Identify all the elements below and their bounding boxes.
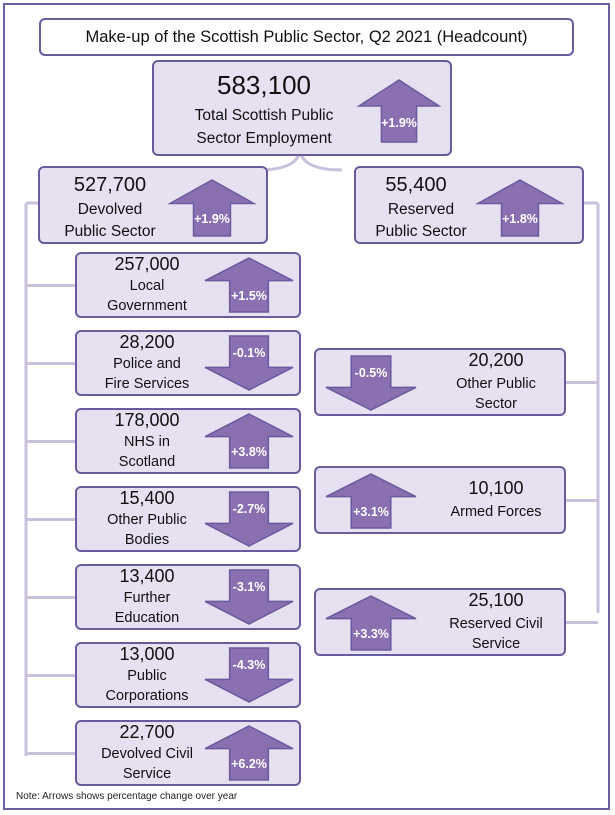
item-value: 178,000	[114, 410, 180, 430]
item-label-line2: Scotland	[118, 454, 176, 470]
devolved-label-line2: Public Sector	[64, 223, 156, 240]
item-value: 257,000	[114, 254, 180, 274]
item-label-line1: Local	[129, 278, 165, 294]
arrow-down-icon: -3.1%	[204, 569, 294, 625]
connector-line	[26, 518, 75, 521]
item-label-line2: Fire Services	[104, 376, 190, 392]
connector-line	[566, 381, 598, 384]
item-label-line2: Corporations	[105, 688, 189, 704]
connector-line	[26, 284, 75, 287]
item-value: 13,000	[119, 644, 175, 664]
total-value: 583,100	[217, 70, 311, 100]
item-label-line2: Sector	[475, 396, 517, 412]
arrow-down-icon: -2.7%	[204, 491, 294, 547]
item-label-line1: Public	[127, 668, 167, 684]
item-label-line2: Service	[122, 766, 172, 782]
change-percent: -0.1%	[232, 345, 266, 360]
item-value: 22,700	[119, 722, 175, 742]
item-label-line1: Devolved Civil	[101, 746, 193, 762]
arrow-up-icon: +6.2%	[204, 725, 294, 781]
change-percent: +6.2%	[231, 757, 267, 772]
reserved-value: 55,400	[385, 174, 447, 196]
reserved-label-line1: Reserved	[387, 201, 455, 218]
change-percent: +1.8%	[502, 212, 538, 227]
reserved-arrow-up-icon: +1.8%	[475, 179, 565, 237]
connector-line	[26, 752, 75, 755]
reserved-box: 55,400 Reserved Public Sector +1.8%	[354, 166, 584, 244]
item-value: 13,400	[119, 566, 175, 586]
connector-line	[566, 621, 598, 624]
connector-line	[566, 499, 598, 502]
item-label-line1: Other Public	[456, 376, 536, 392]
item-value: 28,200	[119, 332, 175, 352]
item-label-line1: Armed Forces	[450, 504, 542, 520]
item-label-line2: Bodies	[124, 532, 170, 548]
item-value: 20,200	[468, 350, 524, 370]
connector-line	[26, 596, 75, 599]
total-arrow-up-icon: +1.9%	[356, 79, 442, 143]
change-percent: -0.5%	[354, 365, 388, 380]
devolved-box: 527,700 Devolved Public Sector +1.9%	[38, 166, 268, 244]
item-label-line2: Education	[114, 610, 180, 626]
reserved-label-line2: Public Sector	[375, 223, 467, 240]
change-percent: -2.7%	[232, 501, 266, 516]
diagram-title: Make-up of the Scottish Public Sector, Q…	[39, 18, 574, 56]
connector-line	[26, 440, 75, 443]
change-percent: +1.9%	[194, 212, 230, 227]
item-label-line1: Police and	[113, 356, 181, 372]
change-percent: +3.3%	[353, 627, 389, 642]
arrow-up-icon: +1.5%	[204, 257, 294, 313]
change-percent: -4.3%	[232, 657, 266, 672]
devolved-label-line1: Devolved	[77, 201, 143, 218]
arrow-down-icon: -4.3%	[204, 647, 294, 703]
arrow-up-icon: +3.8%	[204, 413, 294, 469]
footnote: Note: Arrows shows percentage change ove…	[16, 791, 238, 802]
item-label-line1: Further	[123, 590, 171, 606]
arrow-down-icon: -0.5%	[325, 355, 417, 411]
change-percent: -3.1%	[232, 579, 266, 594]
item-value: 10,100	[468, 478, 524, 498]
total-box: 583,100 Total Scottish Public Sector Emp…	[152, 60, 452, 156]
item-label-line1: Other Public	[107, 512, 187, 528]
connector-line	[26, 674, 75, 677]
total-label-line1: Total Scottish Public	[194, 107, 334, 124]
change-percent: +1.9%	[381, 115, 417, 130]
arrow-down-icon: -0.1%	[204, 335, 294, 391]
connector-line	[26, 362, 75, 365]
devolved-arrow-up-icon: +1.9%	[167, 179, 257, 237]
devolved-value: 527,700	[73, 174, 147, 196]
change-percent: +3.8%	[231, 445, 267, 460]
change-percent: +1.5%	[231, 289, 267, 304]
arrow-up-icon: +3.3%	[325, 595, 417, 651]
item-value: 15,400	[119, 488, 175, 508]
item-label-line1: Reserved Civil	[449, 616, 543, 632]
item-label-line2: Service	[471, 636, 521, 652]
arrow-up-icon: +3.1%	[325, 473, 417, 529]
change-percent: +3.1%	[353, 505, 389, 520]
total-label-line2: Sector Employment	[196, 130, 332, 147]
item-label-line1: NHS in	[124, 434, 170, 450]
item-value: 25,100	[468, 590, 524, 610]
item-label-line2: Government	[107, 298, 187, 314]
